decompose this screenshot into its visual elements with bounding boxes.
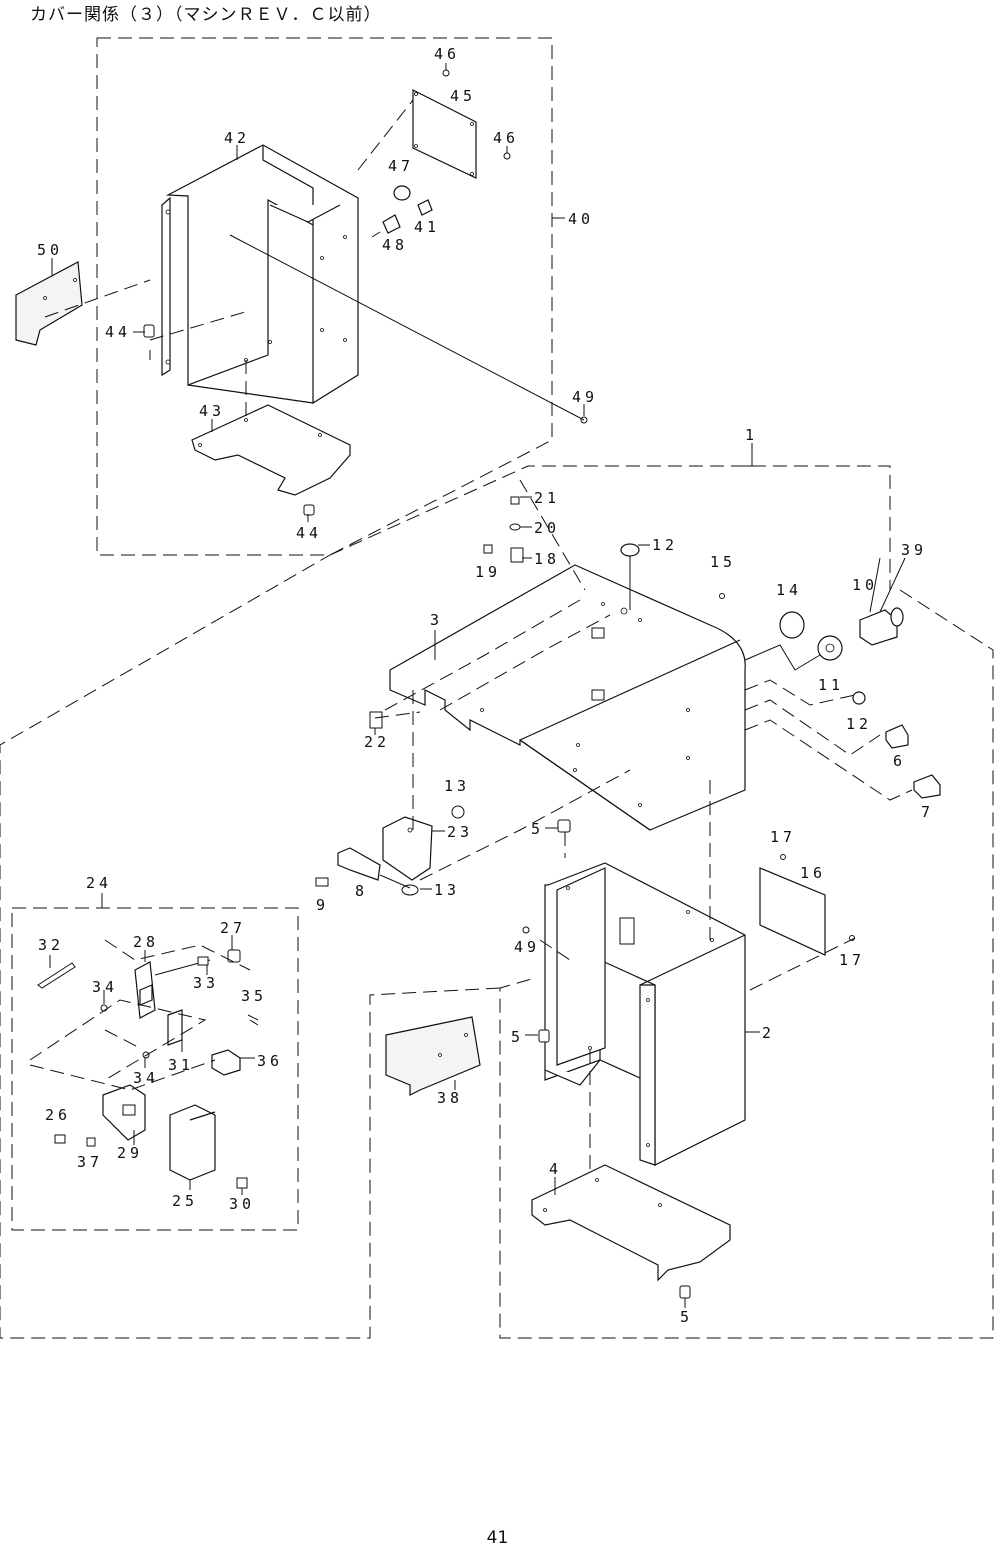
- callout-13: 13: [434, 881, 460, 899]
- screw-5-upper: [558, 820, 570, 858]
- callout-50: 50: [37, 241, 63, 259]
- callout-34: 34: [133, 1069, 159, 1087]
- callout-9: 9: [316, 896, 329, 914]
- callout-26: 26: [45, 1106, 71, 1124]
- callout-48: 48: [382, 236, 408, 254]
- callout-12: 12: [846, 715, 872, 733]
- callout-25: 25: [172, 1192, 198, 1210]
- screw-49-lower: [523, 927, 529, 933]
- callout-49: 49: [572, 388, 598, 406]
- callout-45: 45: [450, 87, 476, 105]
- callout-15: 15: [710, 553, 736, 571]
- callout-4: 4: [549, 1160, 562, 1178]
- callout-2: 2: [762, 1024, 775, 1042]
- bracket-23: [383, 806, 464, 880]
- callout-44: 44: [296, 524, 322, 542]
- callout-41: 41: [414, 218, 440, 236]
- callout-11: 11: [818, 676, 844, 694]
- callout-34: 34: [92, 978, 118, 996]
- callout-29: 29: [117, 1144, 143, 1162]
- bracket-38: [386, 1017, 480, 1095]
- cover-box-42: [162, 145, 358, 403]
- callout-27: 27: [220, 919, 246, 937]
- callout-14: 14: [776, 581, 802, 599]
- callout-32: 32: [38, 936, 64, 954]
- callout-23: 23: [447, 823, 473, 841]
- callout-3: 3: [430, 611, 443, 629]
- callout-49: 49: [514, 938, 540, 956]
- callout-18: 18: [534, 550, 560, 568]
- callout-21: 21: [534, 489, 560, 507]
- callout-17: 17: [770, 828, 796, 846]
- callout-20: 20: [534, 519, 560, 537]
- callout-35: 35: [241, 987, 267, 1005]
- callout-40: 40: [568, 210, 594, 228]
- group-24-parts: [30, 940, 258, 1188]
- callout-5: 5: [680, 1308, 693, 1326]
- callout-42: 42: [224, 129, 250, 147]
- callout-31: 31: [168, 1056, 194, 1074]
- callout-33: 33: [193, 974, 219, 992]
- callout-36: 36: [257, 1052, 283, 1070]
- callout-7: 7: [921, 803, 934, 821]
- callout-28: 28: [133, 933, 159, 951]
- callout-24: 24: [86, 874, 112, 892]
- page-number: 41: [0, 1528, 995, 1548]
- callout-5: 5: [531, 820, 544, 838]
- callout-8: 8: [355, 882, 368, 900]
- callout-5: 5: [511, 1028, 524, 1046]
- callout-30: 30: [229, 1195, 255, 1213]
- callout-16: 16: [800, 864, 826, 882]
- callout-47: 47: [388, 157, 414, 175]
- callout-43: 43: [199, 402, 225, 420]
- screw-44-lower: [304, 505, 314, 515]
- screw-44-upper: [144, 325, 154, 337]
- callout-22: 22: [364, 733, 390, 751]
- callout-37: 37: [77, 1153, 103, 1171]
- screw-5-middle: [539, 1030, 549, 1042]
- callout-39: 39: [901, 541, 927, 559]
- callout-44: 44: [105, 323, 131, 341]
- cover-plate-45: [413, 63, 510, 178]
- bracket-50: [16, 262, 82, 345]
- callout-12: 12: [652, 536, 678, 554]
- callout-46: 46: [434, 45, 460, 63]
- callout-13: 13: [444, 777, 470, 795]
- base-plate-4: [532, 1165, 730, 1298]
- callout-38: 38: [437, 1089, 463, 1107]
- callout-19: 19: [475, 563, 501, 581]
- callout-10: 10: [852, 576, 878, 594]
- right-side-parts-14-11-10-39-12-6-7-15: [720, 594, 941, 799]
- callout-1: 1: [745, 426, 758, 444]
- callout-46: 46: [493, 129, 519, 147]
- lower-housing-2: [545, 863, 745, 1165]
- callout-17: 17: [839, 951, 865, 969]
- callout-6: 6: [893, 752, 906, 770]
